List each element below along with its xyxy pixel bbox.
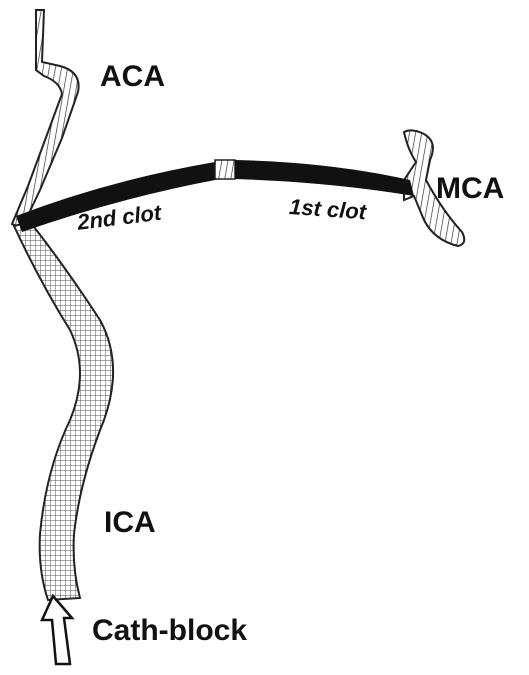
- ica-label: ICA: [104, 508, 156, 538]
- mca-label: MCA: [436, 174, 504, 204]
- first-clot-label: 1st clot: [288, 196, 366, 223]
- ica-vessel: [14, 222, 113, 600]
- clot-1st: [235, 160, 414, 196]
- cath-block-label: Cath-block: [92, 616, 247, 646]
- aca-vessel: [12, 10, 79, 228]
- aca-label: ACA: [100, 62, 165, 92]
- clot-gap: [215, 160, 235, 179]
- cath-block-arrow: [42, 596, 72, 664]
